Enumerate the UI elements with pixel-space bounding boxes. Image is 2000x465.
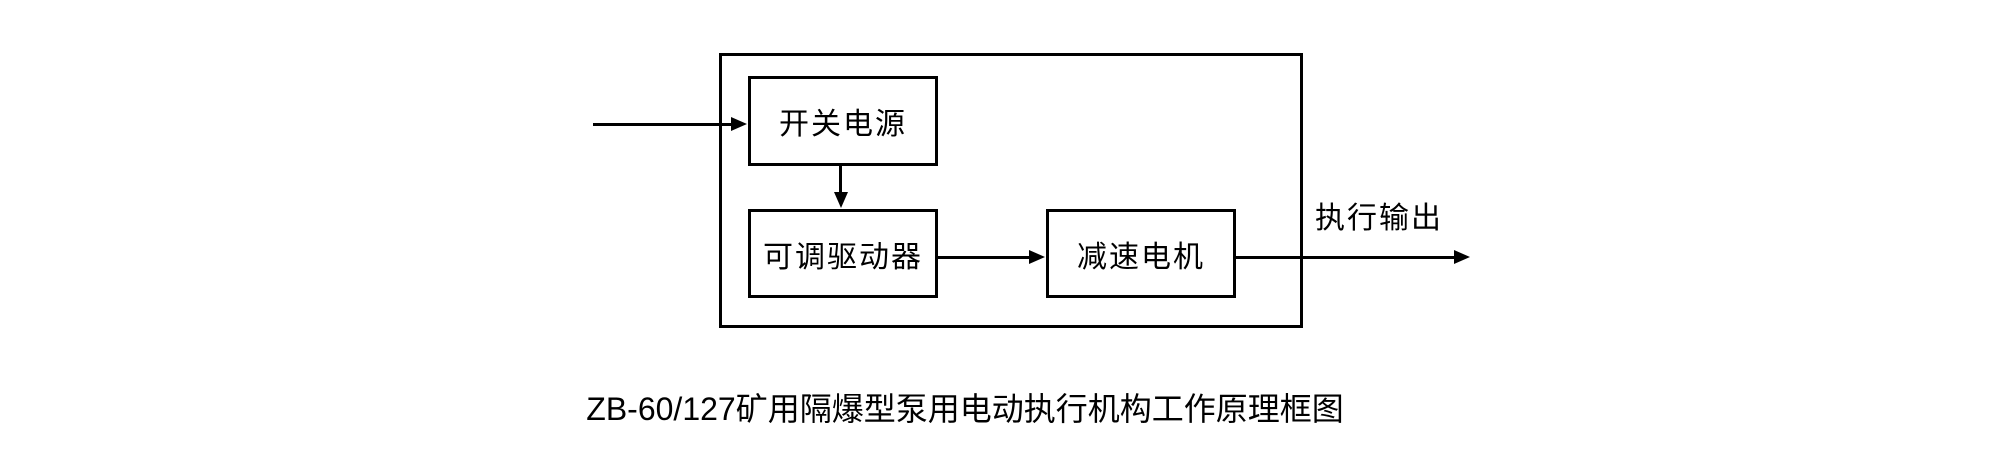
power-to-driver-arrow-head [834,192,848,208]
block-switching-power-supply-label: 开关电源 [779,108,907,141]
block-adjustable-driver: 可调驱动器 [748,209,938,298]
block-gear-motor: 减速电机 [1046,209,1236,298]
driver-to-motor-arrow-line [938,256,1030,259]
block-switching-power-supply: 开关电源 [748,76,938,166]
block-adjustable-driver-label: 可调驱动器 [763,240,923,274]
block-gear-motor-label: 减速电机 [1077,240,1205,274]
driver-to-motor-arrow-head [1029,250,1045,264]
input-arrow-head [731,117,747,131]
output-arrow-line [1233,256,1455,259]
input-arrow-line [593,123,732,126]
output-label: 执行输出 [1315,202,1443,235]
power-to-driver-arrow-line [839,166,842,193]
output-arrow-head [1454,250,1470,264]
enclosure-box [719,53,1303,328]
diagram-caption: ZB-60/127矿用隔爆型泵用电动执行机构工作原理框图 [586,391,1344,427]
